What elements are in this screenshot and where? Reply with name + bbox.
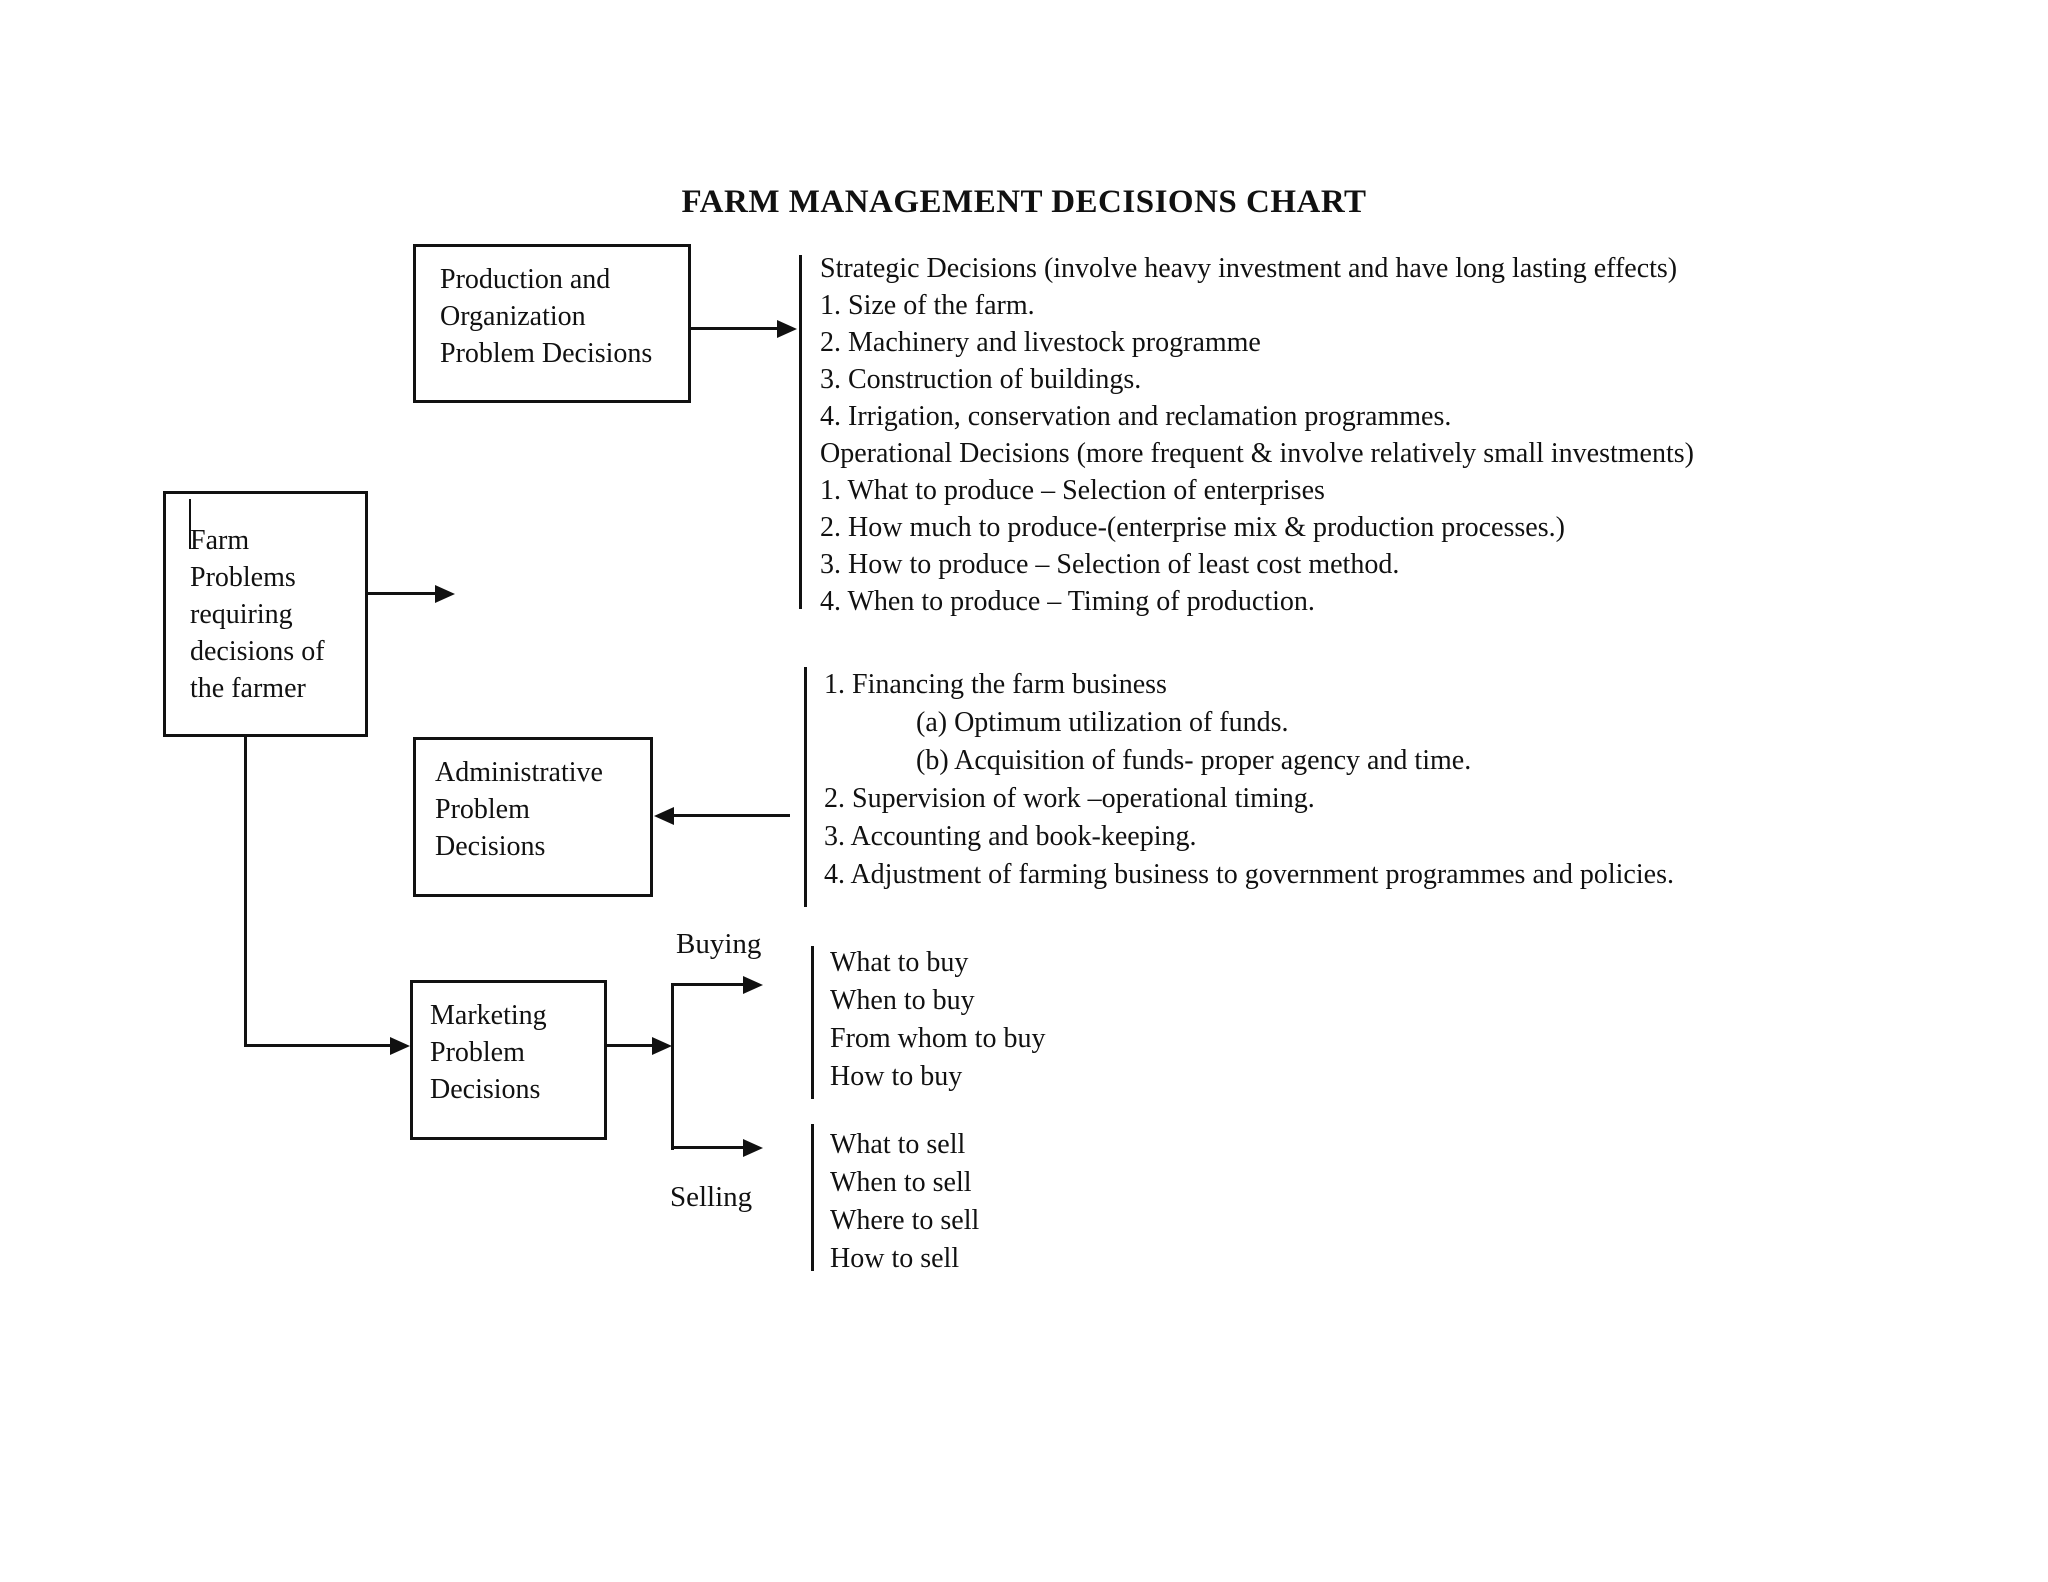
connector-line: [671, 1146, 744, 1149]
arrowhead-right-icon: [743, 1139, 763, 1157]
list-item: (a) Optimum utilization of funds.: [916, 707, 1289, 738]
farm-box-line: the farmer: [190, 673, 306, 704]
production-box-line: Problem Decisions: [440, 338, 653, 369]
production-box-line: Organization: [440, 301, 586, 332]
list-item: (b) Acquisition of funds- proper agency …: [916, 745, 1472, 776]
list-item: 3. Accounting and book-keeping.: [824, 821, 1197, 852]
buying-label: Buying: [676, 928, 762, 960]
list-item: How to buy: [830, 1061, 963, 1092]
list-item: 2. Supervision of work –operational timi…: [824, 783, 1315, 814]
administrative-box: Administrative Problem Decisions: [413, 737, 653, 897]
connector-line: [671, 983, 744, 986]
production-box-line: Production and: [440, 264, 611, 295]
list-item: 1. Financing the farm business: [824, 669, 1167, 700]
production-list-rule: [799, 255, 802, 609]
buying-list: What to buy When to buy From whom to buy…: [830, 944, 1045, 1096]
marketing-box: Marketing Problem Decisions: [410, 980, 607, 1140]
arrowhead-right-icon: [743, 976, 763, 994]
selling-list-rule: [811, 1124, 814, 1271]
selling-list: What to sell When to sell Where to sell …: [830, 1126, 979, 1278]
administrative-list-rule: [804, 667, 807, 907]
list-item: 1. What to produce – Selection of enterp…: [820, 475, 1325, 506]
branch-split-line: [671, 983, 674, 1150]
farm-box-line: requiring: [190, 599, 293, 630]
list-item: When to buy: [830, 985, 975, 1016]
list-item: 2. Machinery and livestock programme: [820, 327, 1261, 358]
list-item: When to sell: [830, 1167, 972, 1198]
list-item: 3. How to produce – Selection of least c…: [820, 549, 1400, 580]
marketing-box-line: Decisions: [430, 1074, 541, 1105]
selling-label: Selling: [670, 1181, 753, 1213]
connector-line: [244, 736, 247, 1047]
administrative-decisions-list: 1. Financing the farm business (a) Optim…: [824, 666, 1674, 894]
page-title: FARM MANAGEMENT DECISIONS CHART: [681, 184, 1367, 220]
list-item: 4. Adjustment of farming business to gov…: [824, 859, 1674, 890]
connector-line: [674, 814, 790, 817]
farm-box-line: decisions of: [190, 636, 325, 667]
administrative-box-line: Administrative: [435, 757, 603, 788]
connector-line: [368, 592, 436, 595]
list-item: 4. Irrigation, conservation and reclamat…: [820, 401, 1452, 432]
arrowhead-right-icon: [652, 1037, 672, 1055]
administrative-box-line: Decisions: [435, 831, 546, 862]
list-item: From whom to buy: [830, 1023, 1046, 1054]
farm-box-line: Problems: [190, 562, 296, 593]
connector-line: [607, 1044, 653, 1047]
list-item: What to sell: [830, 1129, 966, 1160]
production-organization-box: Production and Organization Problem Deci…: [413, 244, 691, 403]
marketing-box-line: Problem: [430, 1037, 525, 1068]
list-item: How to sell: [830, 1243, 960, 1274]
list-item: Strategic Decisions (involve heavy inves…: [820, 253, 1678, 284]
connector-line: [244, 1044, 391, 1047]
arrowhead-right-icon: [390, 1037, 410, 1055]
production-decisions-list: Strategic Decisions (involve heavy inves…: [820, 250, 1694, 620]
buying-list-rule: [811, 946, 814, 1099]
marketing-box-line: Marketing: [430, 1000, 547, 1031]
text-cursor-artifact: [189, 499, 191, 549]
list-item: 4. When to produce – Timing of productio…: [820, 586, 1315, 617]
farm-problems-box: Farm Problems requiring decisions of the…: [163, 491, 368, 737]
arrowhead-right-icon: [435, 585, 455, 603]
list-item: 3. Construction of buildings.: [820, 364, 1142, 395]
arrowhead-right-icon: [777, 320, 797, 338]
arrowhead-left-icon: [654, 807, 674, 825]
administrative-box-line: Problem: [435, 794, 530, 825]
farm-box-line: Farm: [190, 525, 250, 556]
list-item: Where to sell: [830, 1205, 980, 1236]
connector-line: [690, 327, 778, 330]
list-item: 2. How much to produce-(enterprise mix &…: [820, 512, 1565, 543]
list-item: 1. Size of the farm.: [820, 290, 1035, 321]
list-item: Operational Decisions (more frequent & i…: [820, 438, 1694, 469]
list-item: What to buy: [830, 947, 969, 978]
